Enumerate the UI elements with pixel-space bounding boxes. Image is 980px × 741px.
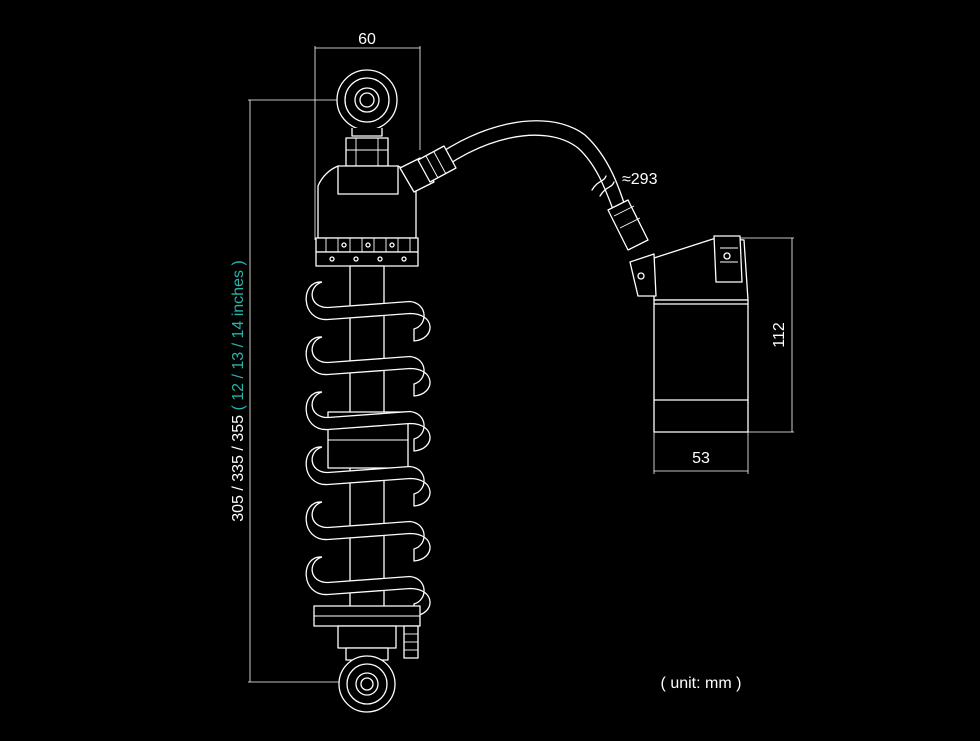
length-mm-text: 305 / 335 / 355: [230, 415, 247, 522]
dimension-overall-length: 305 / 335 / 355 ( 12 / 13 / 14 inches ): [230, 99, 370, 683]
spring-coil: [305, 281, 431, 342]
spring-coil: [305, 446, 431, 507]
lower-spring-seat: [313, 605, 421, 659]
dimension-label-reservoir-height: 112: [771, 322, 788, 348]
dimension-label-reservoir-width: 53: [692, 450, 710, 467]
dimension-reservoir-width: 53: [653, 432, 749, 474]
top-eye-mount: [336, 69, 398, 167]
spring-coil: [305, 336, 431, 397]
spring-coil: [305, 501, 431, 562]
reservoir-hose: [399, 120, 649, 251]
unit-note: ( unit: mm ): [661, 675, 742, 692]
reservoir-canister: [629, 235, 749, 433]
dimension-reservoir-height: 112: [740, 237, 794, 433]
preload-adjuster: [315, 237, 419, 267]
spring-coil: [305, 391, 431, 452]
dimension-label-overall-length: 305 / 335 / 355 ( 12 / 13 / 14 inches ): [230, 260, 247, 522]
dimension-label-top-width: 60: [358, 31, 376, 48]
damper-shaft: [327, 265, 409, 627]
dimension-top-width: 60: [314, 31, 421, 240]
dimension-label-hose-length: ≈293: [622, 171, 658, 188]
coil-spring: [305, 281, 431, 617]
length-inches-text: ( 12 / 13 / 14 inches ): [230, 260, 247, 410]
bottom-eye-mount: [338, 647, 396, 713]
upper-body: [317, 165, 417, 239]
